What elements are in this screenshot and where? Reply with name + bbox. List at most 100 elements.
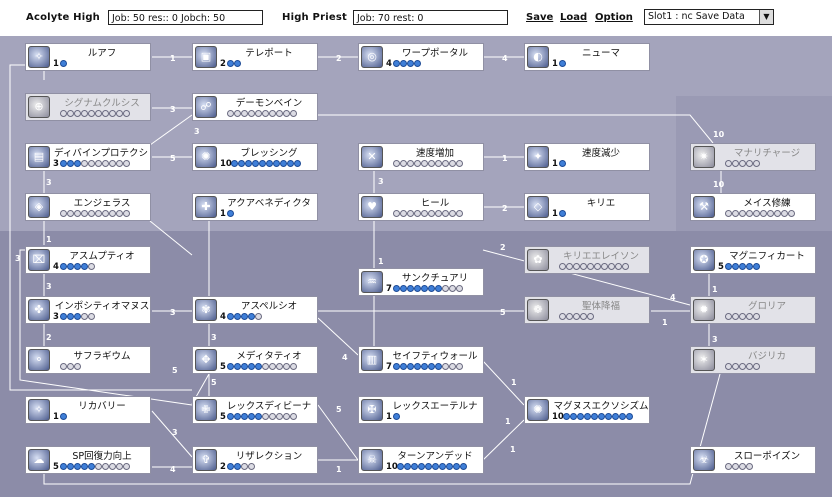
level-dot[interactable]: [442, 285, 449, 292]
level-dot[interactable]: [587, 263, 594, 270]
level-dot[interactable]: [446, 463, 453, 470]
level-dot[interactable]: [400, 363, 407, 370]
level-dot[interactable]: [732, 210, 739, 217]
level-dot[interactable]: [580, 263, 587, 270]
level-dot[interactable]: [74, 263, 81, 270]
level-dot[interactable]: [407, 60, 414, 67]
level-dot[interactable]: [767, 210, 774, 217]
level-dot[interactable]: [449, 363, 456, 370]
level-dot[interactable]: [259, 160, 266, 167]
skill-level-dots[interactable]: [397, 463, 467, 471]
level-dot[interactable]: [241, 463, 248, 470]
skill-level-dots[interactable]: [393, 60, 421, 68]
level-dot[interactable]: [255, 110, 262, 117]
level-dot[interactable]: [60, 60, 67, 67]
skill-level-dots[interactable]: [393, 285, 463, 293]
level-dot[interactable]: [60, 210, 67, 217]
level-dot[interactable]: [573, 313, 580, 320]
level-dot[interactable]: [60, 313, 67, 320]
level-dot[interactable]: [234, 363, 241, 370]
skill-level-dots[interactable]: [227, 313, 262, 321]
level-dot[interactable]: [109, 160, 116, 167]
level-dot[interactable]: [81, 313, 88, 320]
level-dot[interactable]: [67, 263, 74, 270]
skill-level-dots[interactable]: [725, 363, 760, 371]
level-dot[interactable]: [411, 463, 418, 470]
level-dot[interactable]: [566, 313, 573, 320]
level-dot[interactable]: [116, 160, 123, 167]
level-dot[interactable]: [577, 413, 584, 420]
skill-level-dots[interactable]: [227, 110, 297, 118]
level-dot[interactable]: [60, 263, 67, 270]
save-button[interactable]: Save: [526, 12, 554, 23]
skill-card[interactable]: ◈エンジェラス: [25, 193, 151, 221]
level-dot[interactable]: [580, 313, 587, 320]
level-dot[interactable]: [587, 313, 594, 320]
level-dot[interactable]: [290, 413, 297, 420]
skill-level-dots[interactable]: [227, 413, 297, 421]
level-dot[interactable]: [608, 263, 615, 270]
level-dot[interactable]: [95, 110, 102, 117]
level-dot[interactable]: [74, 110, 81, 117]
level-dot[interactable]: [241, 110, 248, 117]
chevron-down-icon[interactable]: ▼: [759, 10, 773, 24]
level-dot[interactable]: [255, 363, 262, 370]
level-dot[interactable]: [255, 413, 262, 420]
level-dot[interactable]: [88, 110, 95, 117]
level-dot[interactable]: [732, 363, 739, 370]
level-dot[interactable]: [60, 160, 67, 167]
level-dot[interactable]: [227, 363, 234, 370]
level-dot[interactable]: [400, 160, 407, 167]
level-dot[interactable]: [283, 413, 290, 420]
level-dot[interactable]: [109, 463, 116, 470]
level-dot[interactable]: [255, 313, 262, 320]
skill-card[interactable]: ✕速度増加: [358, 143, 484, 171]
level-dot[interactable]: [60, 413, 67, 420]
level-dot[interactable]: [414, 285, 421, 292]
level-dot[interactable]: [418, 463, 425, 470]
level-dot[interactable]: [109, 210, 116, 217]
level-dot[interactable]: [269, 413, 276, 420]
level-dot[interactable]: [432, 463, 439, 470]
level-dot[interactable]: [283, 363, 290, 370]
level-dot[interactable]: [102, 110, 109, 117]
level-dot[interactable]: [88, 160, 95, 167]
level-dot[interactable]: [725, 363, 732, 370]
level-dot[interactable]: [67, 210, 74, 217]
level-dot[interactable]: [428, 285, 435, 292]
level-dot[interactable]: [746, 363, 753, 370]
option-button[interactable]: Option: [595, 12, 633, 23]
level-dot[interactable]: [123, 110, 130, 117]
level-dot[interactable]: [598, 413, 605, 420]
skill-level-dots[interactable]: [393, 363, 463, 371]
level-dot[interactable]: [95, 160, 102, 167]
level-dot[interactable]: [393, 60, 400, 67]
level-dot[interactable]: [276, 363, 283, 370]
level-dot[interactable]: [584, 413, 591, 420]
level-dot[interactable]: [746, 210, 753, 217]
level-dot[interactable]: [456, 160, 463, 167]
level-dot[interactable]: [753, 160, 760, 167]
skill-level-dots[interactable]: [60, 313, 95, 321]
level-dot[interactable]: [435, 210, 442, 217]
level-dot[interactable]: [238, 160, 245, 167]
level-dot[interactable]: [732, 463, 739, 470]
level-dot[interactable]: [290, 363, 297, 370]
level-dot[interactable]: [67, 463, 74, 470]
skill-card[interactable]: ⊕シグナムクルシス: [25, 93, 151, 121]
skill-card[interactable]: ♥ヒール: [358, 193, 484, 221]
skill-level-dots[interactable]: [559, 160, 566, 168]
level-dot[interactable]: [732, 160, 739, 167]
level-dot[interactable]: [746, 313, 753, 320]
level-dot[interactable]: [753, 363, 760, 370]
skill-level-dots[interactable]: [725, 210, 795, 218]
level-dot[interactable]: [123, 463, 130, 470]
level-dot[interactable]: [453, 463, 460, 470]
skill-level-dots[interactable]: [60, 263, 95, 271]
